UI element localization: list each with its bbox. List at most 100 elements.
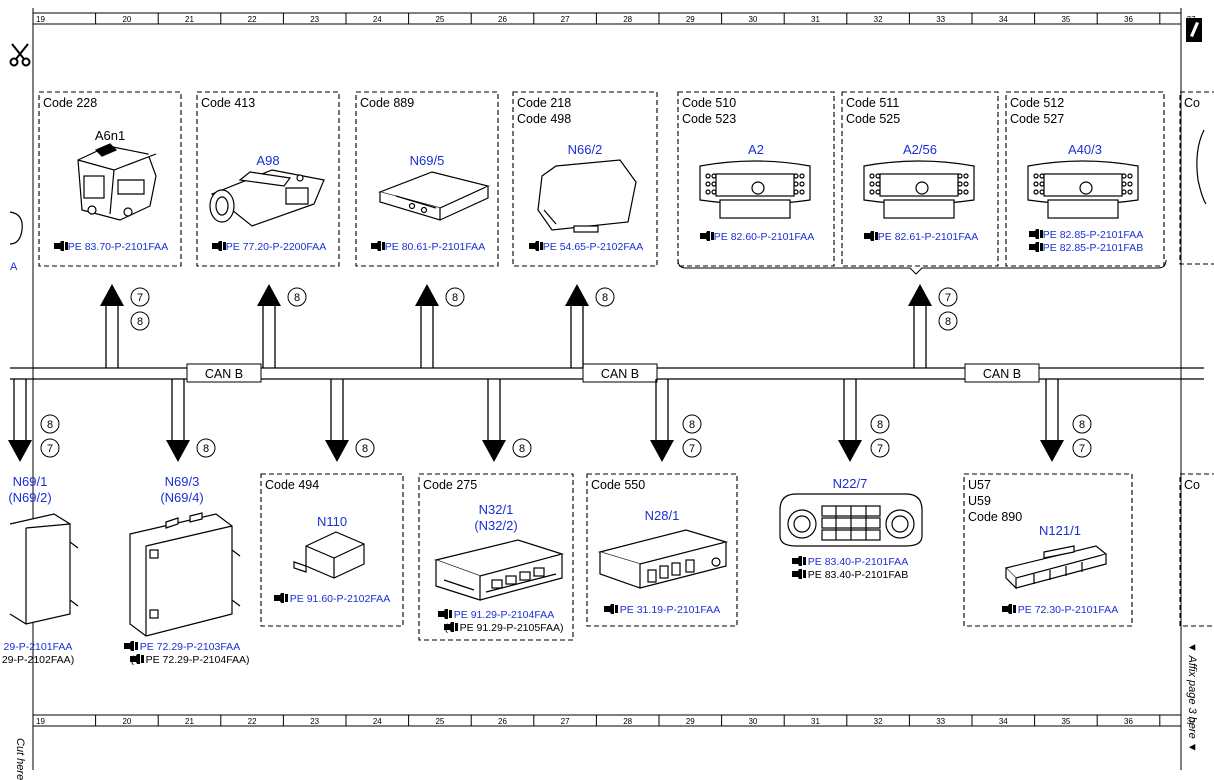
ruler-number: 33 (936, 15, 945, 24)
code-label: Co (1184, 478, 1200, 492)
pe-reference-link: PE 72.29-P-2103FAA (140, 641, 240, 653)
signal-number: 7 (137, 292, 143, 304)
pointer-hand-icon (1029, 242, 1043, 252)
code-label: Code 218 (517, 96, 571, 110)
code-label: Code 889 (360, 96, 414, 110)
n69-5-sketch (378, 171, 490, 221)
ruler-number: 29 (686, 15, 695, 24)
code-label: Code 275 (423, 478, 477, 492)
up-arrow (415, 284, 439, 368)
component-label: N28/1 (645, 508, 680, 523)
down-arrow (838, 379, 862, 462)
arrow-head (325, 440, 349, 462)
component-label: N69/3 (165, 474, 200, 489)
top-module-partial: Co (1179, 91, 1214, 265)
bottom-module-n69-3: N69/3(N69/4) PE 72.29-P-2103FAA( PE 72.29… (124, 474, 250, 666)
radio-sketch-a40-3 (1027, 160, 1139, 219)
pointer-hand-icon (1002, 604, 1016, 614)
ruler-number: 33 (936, 717, 945, 726)
ruler-number: 19 (36, 717, 45, 726)
code-label: Code 890 (968, 510, 1022, 524)
component-label: N22/7 (833, 476, 868, 491)
arrow-shaft (330, 379, 344, 440)
arrow-shaft (913, 306, 927, 368)
signal-circle (355, 438, 375, 458)
component-label: A2/56 (903, 142, 937, 157)
arrow-head (482, 440, 506, 462)
signal-circle (870, 414, 890, 434)
ruler-number: 24 (373, 15, 382, 24)
pe-reference-link: 29-P-2102FAA) (2, 654, 74, 666)
signal-number: 8 (452, 292, 458, 304)
can-b-label-box (186, 363, 262, 383)
ruler-number: 27 (561, 15, 570, 24)
bottom-module-partial: Co (1179, 473, 1214, 627)
signal-number: 8 (519, 443, 525, 455)
pointer-hand-icon (124, 641, 138, 651)
arrow-shaft (570, 306, 584, 368)
radio-sketch-a2 (699, 160, 811, 219)
signal-number: 8 (945, 316, 951, 328)
up-arrow (257, 284, 281, 368)
component-label: N66/2 (568, 142, 603, 157)
down-arrow (1040, 379, 1064, 462)
component-label: (N69/4) (160, 490, 203, 505)
ruler-number: 24 (373, 717, 382, 726)
code-label: Code 512 (1010, 96, 1064, 110)
component-label: N121/1 (1039, 523, 1081, 538)
code-label: Code 527 (1010, 112, 1064, 126)
down-arrow (8, 379, 32, 462)
code-label: Code 494 (265, 478, 319, 492)
component-label: A40/3 (1068, 142, 1102, 157)
ruler-number: 34 (999, 15, 1008, 24)
component-label: A6n1 (95, 128, 125, 143)
signal-circle (595, 287, 615, 307)
module-frame (586, 473, 738, 627)
pe-reference-link: PE 77.20-P-2200FAA (226, 241, 326, 253)
cut-here-label: Cut here (14, 738, 26, 780)
arrow-shaft (105, 306, 119, 368)
ruler-number: 21 (185, 15, 194, 24)
code-label: Code 498 (517, 112, 571, 126)
code-label: Co (1184, 96, 1200, 110)
ruler-number: 31 (811, 717, 820, 726)
ruler-number: 28 (623, 15, 632, 24)
signal-circle (130, 287, 150, 307)
pe-reference-link: PE 82.85-P-2101FAA (1043, 229, 1143, 241)
ruler-number: 31 (811, 15, 820, 24)
radio-sketch-a2-56 (863, 160, 975, 219)
signal-number: 8 (137, 316, 143, 328)
n28-1-sketch (597, 529, 729, 589)
ruler-number: 27 (561, 717, 570, 726)
arrow-head (415, 284, 439, 306)
arrow-shaft (13, 379, 27, 440)
ruler-number: 20 (122, 15, 131, 24)
can-b-label-box (964, 363, 1040, 383)
pointer-hand-icon (274, 593, 288, 603)
code-label: Code 550 (591, 478, 645, 492)
module-frame (841, 91, 999, 267)
component-label: N69/5 (410, 153, 445, 168)
code-label: Code 523 (682, 112, 736, 126)
signal-number: 8 (203, 443, 209, 455)
module-frame (1179, 473, 1214, 627)
ruler-number: 23 (310, 717, 319, 726)
ruler-number: 35 (1061, 717, 1070, 726)
pe-reference-link: ( PE 72.29-P-2104FAA) (130, 654, 249, 666)
module-frame (38, 91, 182, 267)
pointer-hand-icon (604, 604, 618, 614)
ruler-number: 20 (122, 717, 131, 726)
signal-circle (40, 438, 60, 458)
scissors-icon (9, 43, 31, 67)
signal-number: 8 (689, 419, 695, 431)
arrow-head (565, 284, 589, 306)
signal-circle (512, 438, 532, 458)
